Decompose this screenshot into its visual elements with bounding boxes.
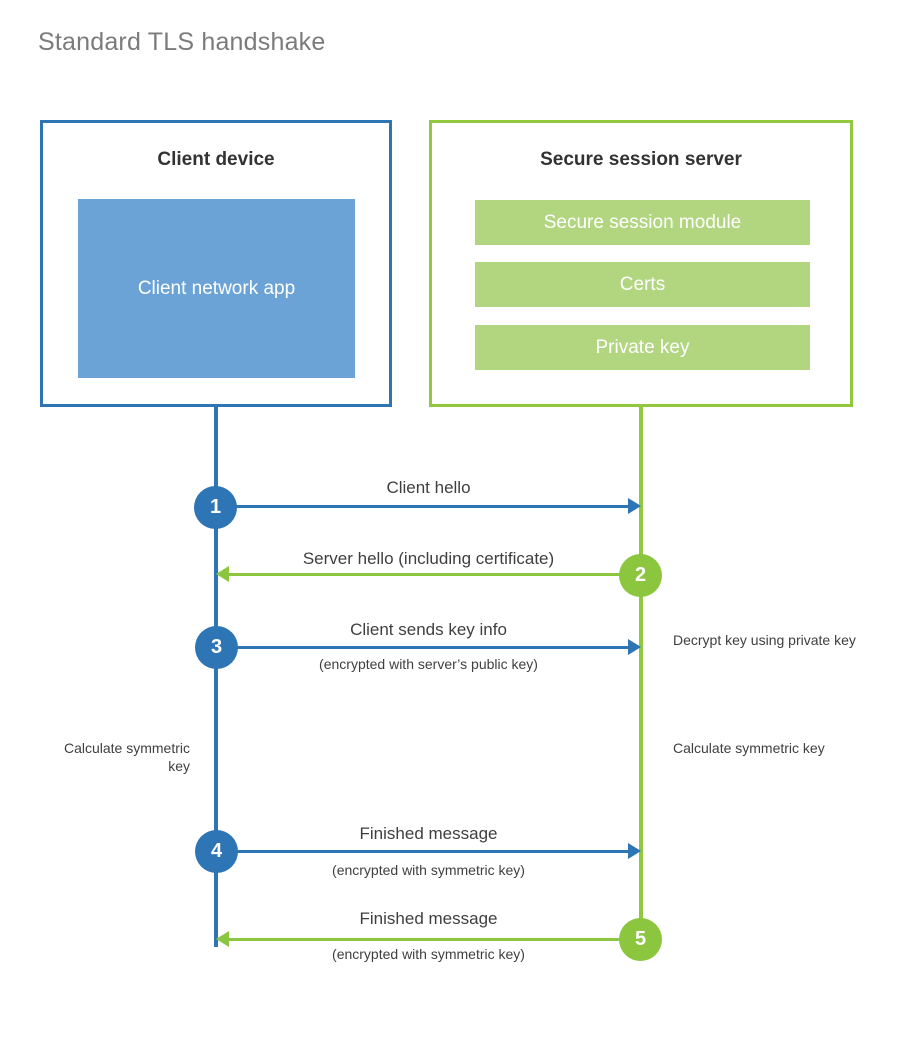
step-circle-1: 1 — [194, 486, 237, 529]
arrow-head-step-4 — [628, 843, 641, 859]
arrow-line-step-4 — [216, 850, 634, 853]
message-sublabel-step-5: (encrypted with symmetric key) — [332, 946, 525, 962]
server-bar-private-key: Private key — [475, 325, 810, 370]
arrow-head-step-3 — [628, 639, 641, 655]
step-circle-2: 2 — [619, 554, 662, 597]
note-calculate-symmetric-key-server: Calculate symmetric key — [673, 740, 825, 756]
server-bar-certs: Certs — [475, 262, 810, 307]
server-bar-secure-session-module: Secure session module — [475, 200, 810, 245]
arrow-line-step-5 — [222, 938, 634, 941]
message-label-step-4: Finished message — [359, 824, 498, 843]
page-title: Standard TLS handshake — [38, 28, 326, 56]
client-device-title: Client device — [157, 149, 275, 170]
arrow-line-step-1 — [216, 505, 634, 508]
note-decrypt-key: Decrypt key using private key — [673, 632, 856, 648]
message-label-step-3: Client sends key info — [350, 620, 507, 639]
arrow-head-step-5 — [216, 931, 229, 947]
server-lifeline — [639, 407, 643, 941]
message-label-step-1: Client hello — [386, 478, 471, 497]
arrow-line-step-3 — [216, 646, 634, 649]
message-label-step-2: Server hello (including certificate) — [302, 549, 555, 568]
step-circle-3: 3 — [195, 626, 238, 669]
message-sublabel-step-3: (encrypted with server’s public key) — [319, 656, 538, 672]
note-calculate-symmetric-key-client: Calculate symmetric key — [63, 740, 190, 774]
arrow-line-step-2 — [222, 573, 634, 576]
message-sublabel-step-4: (encrypted with symmetric key) — [332, 862, 525, 878]
client-network-app-block: Client network app — [78, 199, 355, 378]
arrow-head-step-2 — [216, 566, 229, 582]
client-device-panel: Client device Client network app — [40, 120, 392, 407]
client-lifeline — [214, 407, 218, 947]
step-circle-4: 4 — [195, 830, 238, 873]
message-label-step-5: Finished message — [359, 909, 498, 928]
secure-session-server-panel: Secure session server Secure session mod… — [429, 120, 853, 407]
arrow-head-step-1 — [628, 498, 641, 514]
step-circle-5: 5 — [619, 918, 662, 961]
secure-session-server-title: Secure session server — [540, 149, 742, 170]
